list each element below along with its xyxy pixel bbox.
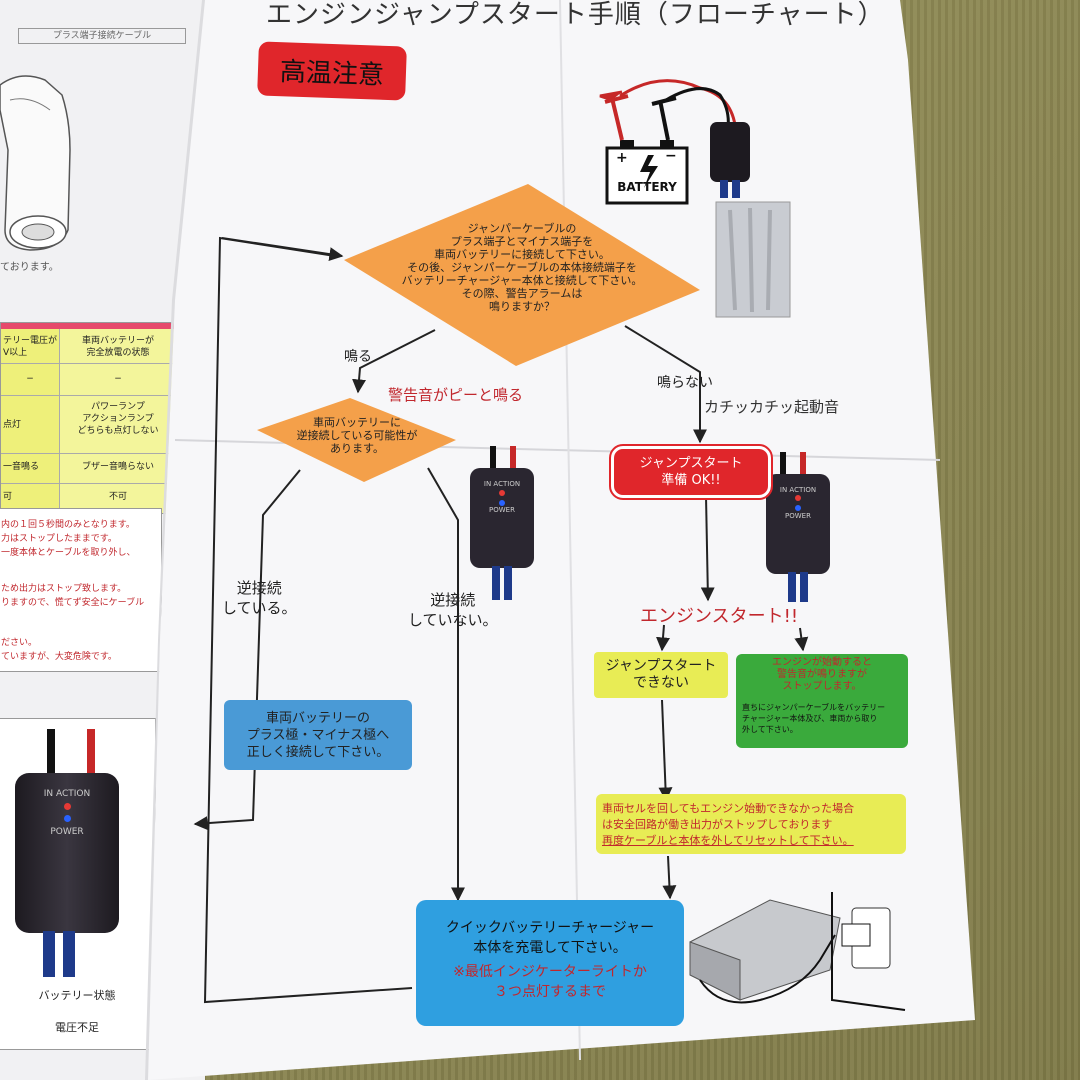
engine-start-label: エンジンスタート!! (640, 606, 799, 627)
start-diamond (344, 184, 700, 366)
device-panel: IN ACTION POWER バッテリー状態 電圧不足 (0, 718, 156, 1050)
charge-box: クイックバッテリーチャージャー 本体を充電して下さい。 ※最低インジケーターライ… (416, 900, 684, 1026)
power-label: POWER (785, 512, 811, 520)
not-reversed-label: 逆接続 していない。 (408, 591, 498, 629)
controller-device-right (766, 452, 830, 602)
success-box-top: エンジンが始動すると 警告音が鳴りますが ストップします。 (772, 657, 872, 692)
no-note: カチッカチッ起動音 (704, 398, 840, 416)
in-action-label: IN ACTION (483, 480, 521, 488)
success-box: エンジンが始動すると 警告音が鳴りますが ストップします。 直ちにジャンパーケー… (736, 654, 908, 748)
charge-box-main: クイックバッテリーチャージャー 本体を充電して下さい。 (445, 920, 655, 956)
left-caption: ております。 (0, 262, 59, 273)
controller-device-left (470, 446, 534, 600)
jumper-controller-device: IN ACTION POWER (15, 773, 119, 933)
reset-line-1: 車両セルを回してもエンジン始動できなかった場合 (602, 802, 855, 815)
charger-wall-illustration (689, 892, 906, 1011)
note-line: ため出力はストップ致します。 (1, 584, 127, 594)
reverse-diamond (257, 398, 456, 482)
voltage-low-label: 電圧不足 (55, 1021, 99, 1034)
notes-box: 内の１回５秒間のみとなります。 力はストップしたままです。 一度本体とケーブルを… (0, 508, 162, 672)
table-header-2: 車両バッテリーが 完全放電の状態 (81, 336, 154, 358)
reset-line-2: は安全回路が働き出力がストップしております (602, 818, 833, 831)
table-cell: 可 (3, 492, 13, 502)
success-box-bottom: 直ちにジャンパーケーブルをバッテリー チャージャー本体及び、車両から取り 外して… (742, 703, 886, 734)
power-label: POWER (50, 827, 84, 837)
battery-illustration (605, 140, 689, 205)
status-table: テリー電圧が V以上 車両バッテリーが 完全放電の状態 − − 点灯 パワーラン… (0, 322, 178, 514)
in-action-label: IN ACTION (43, 789, 91, 799)
yes-note: 警告音がピーと鳴る (388, 386, 524, 404)
note-line: ていますが、大変危険です。 (1, 652, 117, 662)
cable-label-box: プラス端子接続ケーブル (18, 28, 186, 44)
clamp-cables (599, 79, 750, 198)
charge-box-note: ※最低インジケーターライトか ３つ点灯するまで (453, 964, 647, 1000)
clamp-illustration (0, 75, 71, 251)
yes-label: 鳴る (344, 349, 372, 365)
table-cell: 不可 (108, 492, 127, 502)
battery-minus: − (665, 148, 677, 164)
note-line: 内の１回５秒間のみとなります。 (1, 520, 135, 530)
reset-box: 車両セルを回してもエンジン始動できなかった場合 は安全回路が働き出力がストップし… (596, 794, 906, 854)
reconnect-box: 車両バッテリーの プラス極・マイナス極へ 正しく接続して下さい。 (224, 700, 412, 770)
table-cell: 点灯 (3, 420, 22, 430)
reverse-diamond-text: 車両バッテリーに 逆接続している可能性が あります。 (296, 416, 418, 455)
power-label: POWER (489, 506, 515, 514)
note-line: ださい。 (1, 638, 38, 648)
reset-line-3: 再度ケーブルと本体を外してリセットして下さい。 (602, 834, 854, 847)
table-cell: パワーランプ アクションランプ どちらも点灯しない (77, 402, 159, 436)
no-label: 鳴らない (657, 375, 713, 391)
table-cell: 一音鳴る (3, 462, 40, 472)
note-line: りますので、慌てず安全にケーブル (1, 598, 145, 608)
battery-label: BATTERY (617, 180, 677, 194)
ready-box: ジャンプスタート 準備 OK!! (609, 444, 773, 500)
table-header-1: テリー電圧が V以上 (3, 336, 58, 358)
note-line: 力はストップしたままです。 (1, 534, 117, 544)
start-diamond-text: ジャンパーケーブルの プラス端子とマイナス端子を 車両バッテリーに接続して下さい… (401, 222, 643, 313)
cannot-start-box: ジャンプスタート できない (594, 652, 728, 698)
heat-warning-badge: 高温注意 (257, 41, 407, 101)
table-cell: − (114, 374, 122, 384)
table-cell: − (26, 374, 34, 384)
table-cell: ブザー音鳴らない (81, 462, 154, 472)
battery-state-label: バッテリー状態 (38, 989, 116, 1002)
page-title: エンジンジャンプスタート手順（フローチャート） (266, 0, 885, 30)
note-line: 一度本体とケーブルを取り外し、 (1, 548, 136, 558)
in-action-label: IN ACTION (779, 486, 817, 494)
reversed-label: 逆接続 している。 (222, 579, 297, 617)
battery-plus: + (616, 150, 628, 166)
